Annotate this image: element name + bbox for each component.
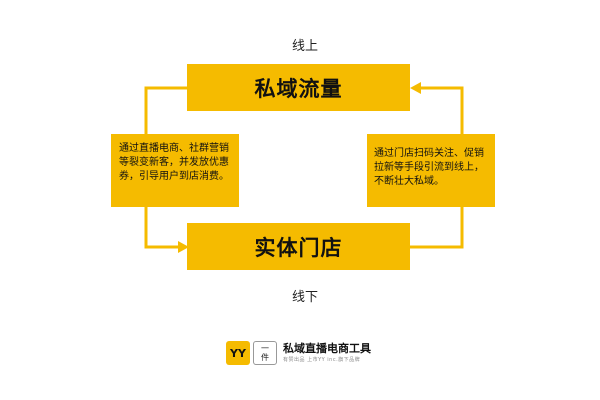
- yijian-logo-top: 一: [261, 344, 269, 353]
- top-left-connector: [144, 86, 187, 134]
- left-down-arrow: [144, 207, 180, 249]
- footer-title: 私域直播电商工具: [283, 342, 371, 355]
- offline-label: 线下: [291, 290, 318, 305]
- yijian-logo-bottom: 件: [261, 353, 269, 362]
- online-to-offline-description: 通过门店扫码关注、促销拉新等手段引流到线上，不断壮大私域。: [367, 134, 495, 207]
- yy-logo: YY: [226, 341, 250, 365]
- arrowhead-into-store: [178, 241, 189, 253]
- arrowhead-into-private-traffic: [410, 82, 421, 94]
- footer-text: 私域直播电商工具 有赞出品 上市YY inc.旗下品牌: [283, 342, 371, 364]
- right-up-arrow: [419, 86, 464, 134]
- yijian-logo: 一 件: [253, 341, 277, 365]
- offline-to-online-description: 通过直播电商、社群营销等裂变新客，并发放优惠券，引导用户到店消费。: [111, 134, 239, 207]
- physical-store-node: 实体门店: [187, 223, 410, 270]
- footer-subtitle: 有赞出品 上市YY inc.旗下品牌: [283, 357, 361, 363]
- bottom-right-connector: [410, 207, 464, 249]
- footer-brand: YY 一 件 私域直播电商工具 有赞出品 上市YY inc.旗下品牌: [226, 338, 371, 368]
- online-label: 线上: [291, 39, 318, 54]
- private-traffic-node: 私域流量: [187, 64, 410, 111]
